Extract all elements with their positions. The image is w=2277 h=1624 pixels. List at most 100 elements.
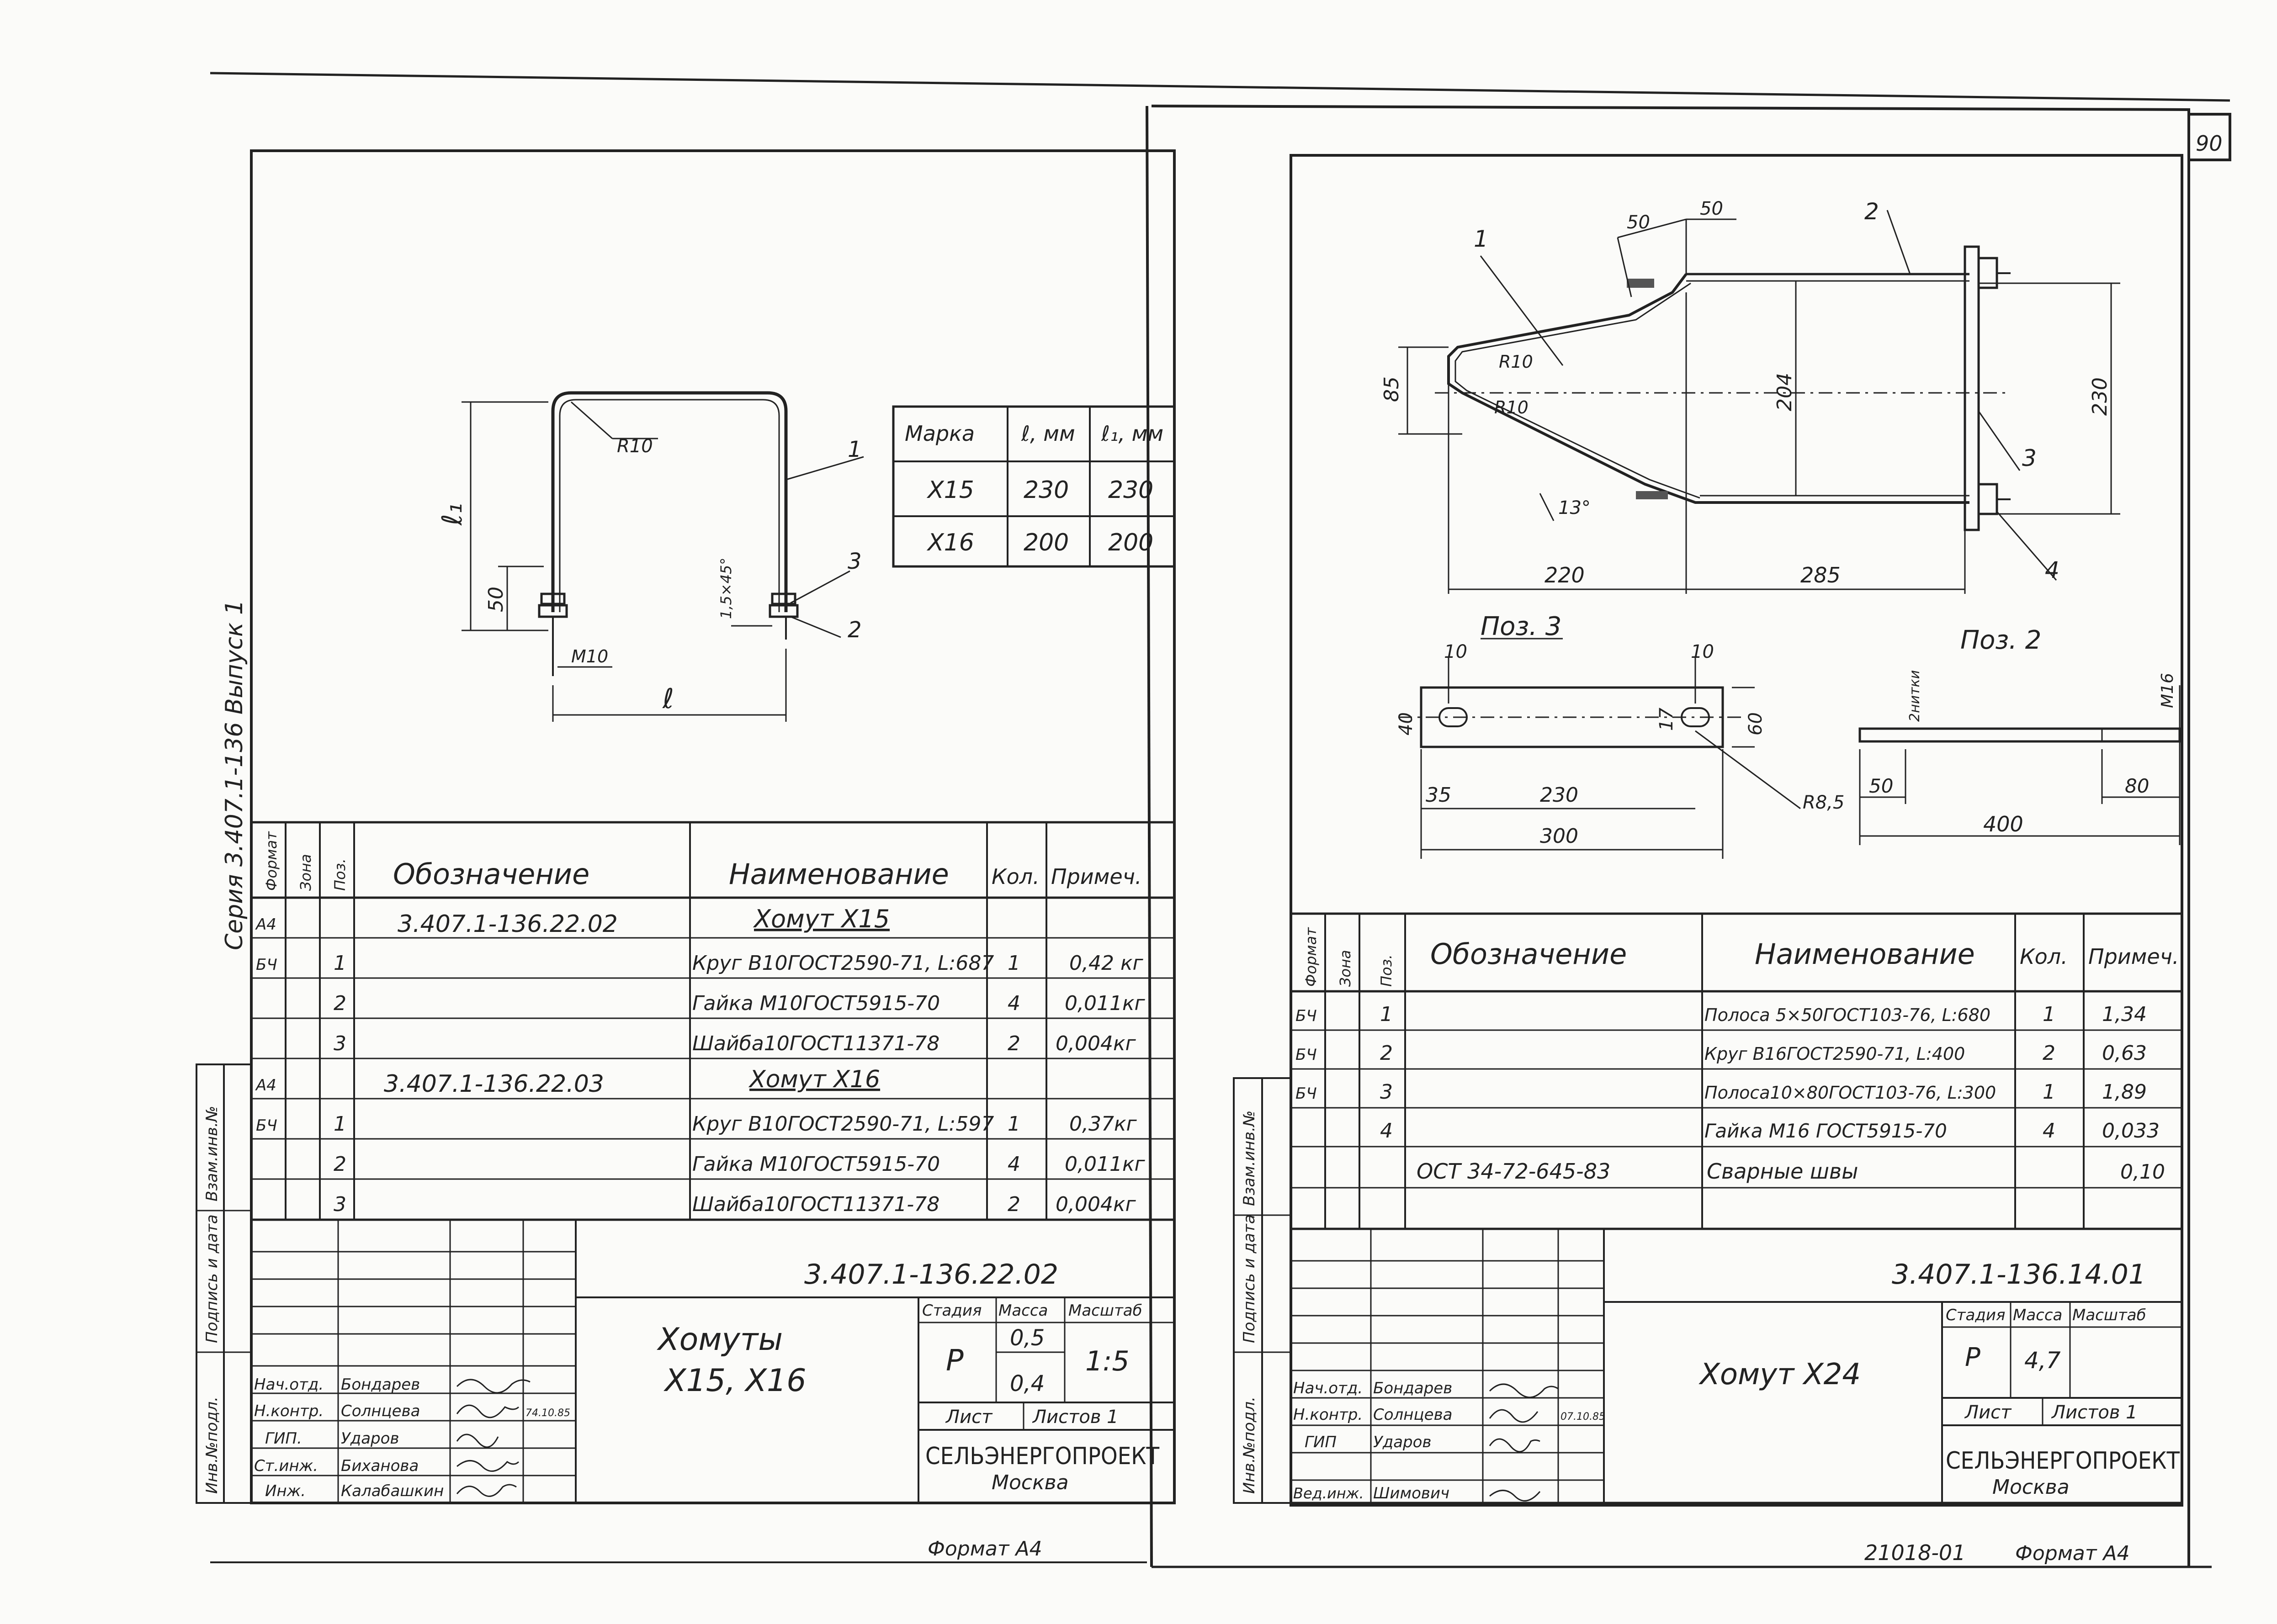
sheet-frames bbox=[210, 72, 2231, 1568]
cell-pos: 1 bbox=[1380, 1003, 1393, 1026]
label-dim: 10 bbox=[1691, 641, 1714, 662]
signer-role: Инж. bbox=[265, 1482, 306, 1500]
cell-name: Полоса10×80ГОСТ103-76, L:300 bbox=[1704, 1083, 1996, 1103]
cell-note: 0,033 bbox=[2102, 1119, 2160, 1143]
signer-date: 07.10.85 bbox=[1560, 1411, 1605, 1423]
cell-note: 1,89 bbox=[2102, 1080, 2147, 1104]
weld-mark bbox=[1636, 491, 1668, 499]
table-row: БЧ 3 Полоса10×80ГОСТ103-76, L:300 1 1,89 bbox=[1295, 1080, 2147, 1104]
label-dim: 230 bbox=[1540, 783, 1578, 807]
left-inv-label: Инв.№подл. bbox=[203, 1397, 221, 1494]
marka-cell: 230 bbox=[1108, 476, 1153, 504]
left-title-name-2: Х15, Х16 bbox=[663, 1363, 806, 1399]
label-dim: 285 bbox=[1800, 563, 1841, 587]
cell-qty: 4 bbox=[1008, 1153, 1020, 1176]
left-vzam-label: Взам.инв.№ bbox=[203, 1106, 221, 1201]
cell-format: А4 bbox=[255, 915, 276, 934]
signer-name: Бондарев bbox=[1373, 1379, 1452, 1397]
label-dim: 35 bbox=[1426, 783, 1451, 807]
cell-pos: 1 bbox=[334, 952, 346, 975]
label-dim: 80 bbox=[2125, 775, 2149, 797]
left-mass-1: 0,5 bbox=[1010, 1325, 1045, 1351]
signer-name: Солнцева bbox=[1373, 1406, 1452, 1424]
cell-note: 0,10 bbox=[2120, 1160, 2165, 1184]
right-sheets-label: Листов 1 bbox=[2051, 1402, 2138, 1423]
spec-header-note: Примеч. bbox=[1051, 864, 1142, 889]
cell-qty: 1 bbox=[1008, 952, 1020, 975]
signer-role: ГИП bbox=[1305, 1433, 1337, 1451]
left-mass-2: 0,4 bbox=[1010, 1371, 1045, 1397]
spec-header-zone: Зона bbox=[297, 854, 314, 891]
left-org: СЕЛЬЭНЕРГОПРОЕКТ bbox=[925, 1443, 1159, 1470]
left-binding-strip: Инв.№подл. Подпись и дата Взам.инв.№ bbox=[196, 1063, 252, 1504]
cell-designation: 3.407.1-136.22.03 bbox=[384, 1070, 604, 1098]
signer-role: Н.контр. bbox=[1293, 1406, 1363, 1424]
label-thread-size: М16 bbox=[2158, 673, 2177, 708]
left-sign-label: Подпись и дата bbox=[203, 1214, 221, 1343]
label-dim: 400 bbox=[1983, 812, 2023, 836]
label-dim: 60 bbox=[1745, 712, 1766, 735]
spec-header-name: Наименование bbox=[1755, 937, 1975, 971]
cell-pos: 3 bbox=[334, 1032, 346, 1055]
cell-name: Гайка М10ГОСТ5915-70 bbox=[692, 992, 940, 1015]
signer-name: Бондарев bbox=[341, 1375, 420, 1394]
cell-note: 0,63 bbox=[2102, 1042, 2147, 1065]
signer-name: Калабашкин bbox=[341, 1482, 444, 1500]
label-pos: 3 bbox=[2022, 445, 2037, 471]
cell-name: Круг В16ГОСТ2590-71, L:400 bbox=[1704, 1044, 1965, 1064]
marka-cell: 200 bbox=[1108, 529, 1153, 556]
left-title-block: 3.407.1-136.22.02 Хомуты Х15, Х16 Стадия… bbox=[250, 1218, 1176, 1561]
spec-header-zone: Зона bbox=[1337, 950, 1354, 987]
cell-designation: ОСТ 34-72-645-83 bbox=[1417, 1159, 1610, 1184]
right-sheet-label: Лист bbox=[1964, 1402, 2012, 1423]
poz2-detail: Поз. 2 2нитки М16 50 80 400 bbox=[1858, 625, 2181, 845]
cell-note: 0,011кг bbox=[1065, 1153, 1146, 1176]
label-dim: 10 bbox=[1444, 641, 1467, 662]
marka-header-0: Марка bbox=[905, 421, 975, 446]
cell-format: БЧ bbox=[1295, 1084, 1317, 1103]
label-r10: R10 bbox=[617, 436, 653, 457]
table-row: А4 3.407.1-136.22.03 Хомут Х16 bbox=[255, 1066, 880, 1098]
label-dim-l: ℓ bbox=[662, 683, 674, 715]
left-stage-label: Стадия bbox=[922, 1301, 982, 1320]
left-designation: 3.407.1-136.22.02 bbox=[804, 1259, 1058, 1291]
right-sign-label: Подпись и дата bbox=[1240, 1214, 1258, 1343]
label-angle: 13° bbox=[1558, 497, 1591, 518]
cell-name: Гайка М16 ГОСТ5915-70 bbox=[1704, 1120, 1947, 1142]
label-dim: 204 bbox=[1773, 373, 1796, 411]
left-sheets-label: Листов 1 bbox=[1032, 1407, 1119, 1428]
label-pos-2: 2 bbox=[848, 617, 862, 643]
poz2-title: Поз. 2 bbox=[1960, 625, 2041, 655]
label-radius: R10 bbox=[1499, 352, 1533, 372]
signature bbox=[456, 1484, 517, 1497]
cell-name: Сварные швы bbox=[1707, 1159, 1858, 1184]
label-dim: 17 bbox=[1656, 708, 1677, 731]
table-row: ОСТ 34-72-645-83 Сварные швы 0,10 bbox=[1417, 1159, 2165, 1184]
cell-name: Полоса 5×50ГОСТ103-76, L:680 bbox=[1704, 1005, 1990, 1025]
right-binding-strip: Инв.№подл. Подпись и дата Взам.инв.№ bbox=[1233, 1077, 1292, 1504]
signature bbox=[456, 1460, 520, 1472]
table-row: БЧ 1 Круг В10ГОСТ2590-71, L:597 1 0,37кг bbox=[256, 1112, 1137, 1136]
label-dim-50: 50 bbox=[484, 587, 508, 612]
signer-name: Солнцева bbox=[341, 1402, 420, 1420]
cell-qty: 1 bbox=[2043, 1003, 2055, 1026]
label-pos: 1 bbox=[1474, 226, 1488, 252]
signer-role: Вед.инж. bbox=[1293, 1485, 1364, 1502]
spec-header-format: Формат bbox=[1302, 927, 1320, 987]
signature bbox=[456, 1404, 520, 1418]
label-dim: 50 bbox=[1700, 198, 1723, 219]
right-org: СЕЛЬЭНЕРГОПРОЕКТ bbox=[1946, 1447, 2180, 1475]
cell-designation: 3.407.1-136.22.02 bbox=[398, 910, 618, 938]
cell-qty: 2 bbox=[1008, 1193, 1020, 1216]
marka-header-2: ℓ₁, мм bbox=[1101, 421, 1163, 446]
spec-header-designation: Обозначение bbox=[393, 857, 589, 891]
label-pos: 2 bbox=[1864, 198, 1879, 225]
signer-name: Шимович bbox=[1373, 1484, 1449, 1502]
signer-role: Н.контр. bbox=[254, 1402, 324, 1420]
right-scale-label: Масштаб bbox=[2072, 1306, 2146, 1324]
poz3-title: Поз. 3 bbox=[1481, 612, 1561, 641]
left-format: Формат А4 bbox=[928, 1537, 1042, 1561]
cell-pos: 3 bbox=[1380, 1080, 1393, 1104]
label-pos: 4 bbox=[2045, 557, 2059, 583]
label-dim: 230 bbox=[2088, 377, 2112, 416]
